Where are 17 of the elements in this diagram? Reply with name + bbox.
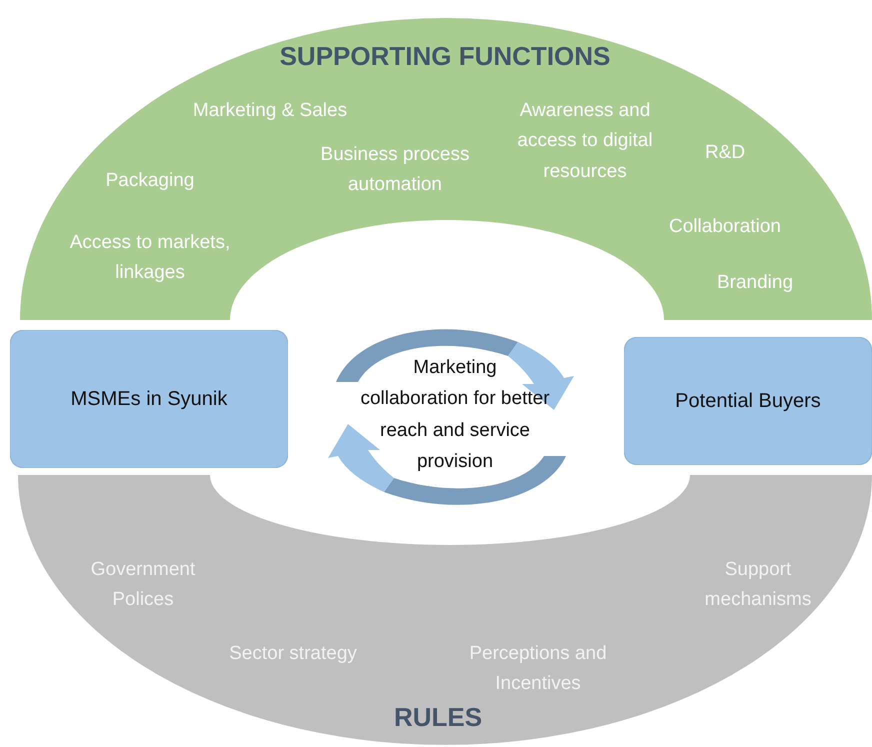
function-label: R&D [704, 141, 746, 165]
function-label: Access to markets, linkages [68, 231, 232, 286]
function-label: Awareness and access to digital resources [516, 99, 654, 184]
function-label: Marketing & Sales [192, 99, 348, 123]
bottom-band [18, 475, 872, 747]
center-text: Marketing collaboration for better reach and service provision [360, 352, 550, 477]
process-box [10, 330, 288, 468]
function-label: Branding [716, 271, 794, 295]
box-label: Potential Buyers [674, 389, 822, 414]
band-heading: RULES [392, 701, 484, 734]
band-heading: SUPPORTING FUNCTIONS [278, 40, 612, 73]
top-band [20, 18, 872, 320]
box-label: MSMEs in Syunik [70, 387, 228, 412]
function-label: Collaboration [668, 215, 782, 239]
function-label: Packaging [104, 169, 196, 193]
function-label: Business process automation [320, 143, 470, 198]
process-box [624, 337, 872, 465]
